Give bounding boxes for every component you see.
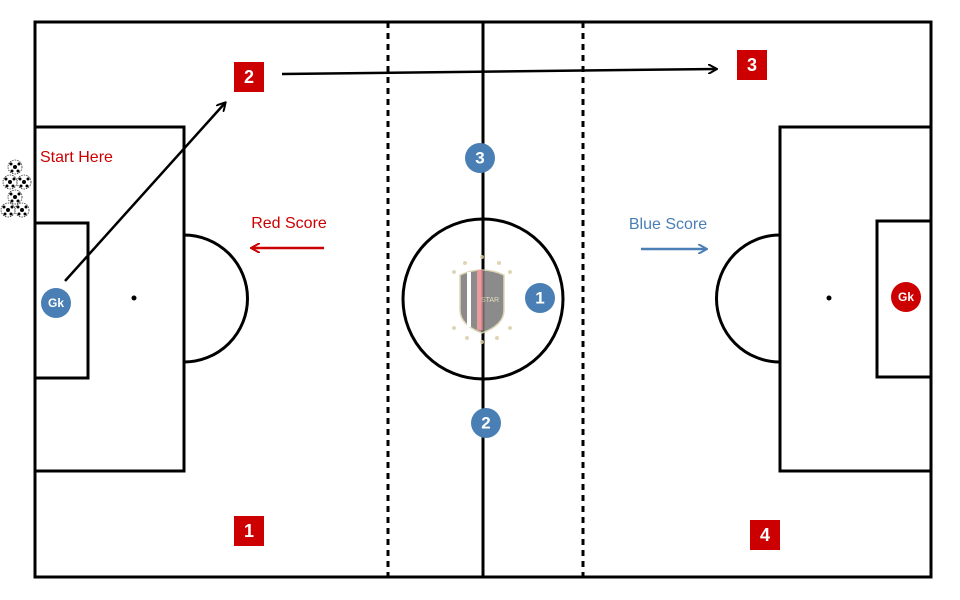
svg-text:2: 2 — [244, 67, 254, 87]
svg-text:3: 3 — [747, 55, 757, 75]
right-goal-box — [875, 219, 933, 379]
left-penalty-spot — [131, 295, 137, 301]
svg-text:3: 3 — [475, 149, 484, 168]
blue-player: 1 — [525, 283, 555, 313]
svg-text:1: 1 — [535, 289, 544, 308]
run-arrow — [64, 103, 225, 282]
svg-text:Gk: Gk — [48, 296, 64, 310]
svg-text:4: 4 — [760, 525, 770, 545]
svg-text:2: 2 — [481, 414, 490, 433]
red-marker: 1 — [234, 516, 264, 546]
svg-text:Gk: Gk — [898, 290, 914, 304]
red-score-label: Red Score — [251, 215, 327, 232]
blue-player: 3 — [465, 143, 495, 173]
left-penalty-arc — [183, 233, 249, 364]
blue-player: 2 — [471, 408, 501, 438]
red-marker: 2 — [234, 62, 264, 92]
right-penalty-arc — [715, 233, 781, 364]
logo-text: STAR — [481, 297, 499, 304]
red-marker: 4 — [750, 520, 780, 550]
pass-arrow — [281, 69, 716, 76]
club-logo: STAR — [452, 255, 512, 344]
svg-text:1: 1 — [244, 521, 254, 541]
ball-pile-icon — [0, 159, 32, 218]
pitch-lines — [33, 20, 933, 579]
blue-score-label: Blue Score — [629, 216, 707, 233]
center-circle — [401, 217, 565, 381]
blue-goalkeeper: Gk — [41, 288, 71, 318]
left-goal-box — [33, 221, 90, 380]
start-here-label: Start Here — [40, 149, 113, 166]
red-marker: 3 — [737, 50, 767, 80]
right-penalty-spot — [826, 295, 832, 301]
red-goalkeeper: Gk — [891, 282, 921, 312]
